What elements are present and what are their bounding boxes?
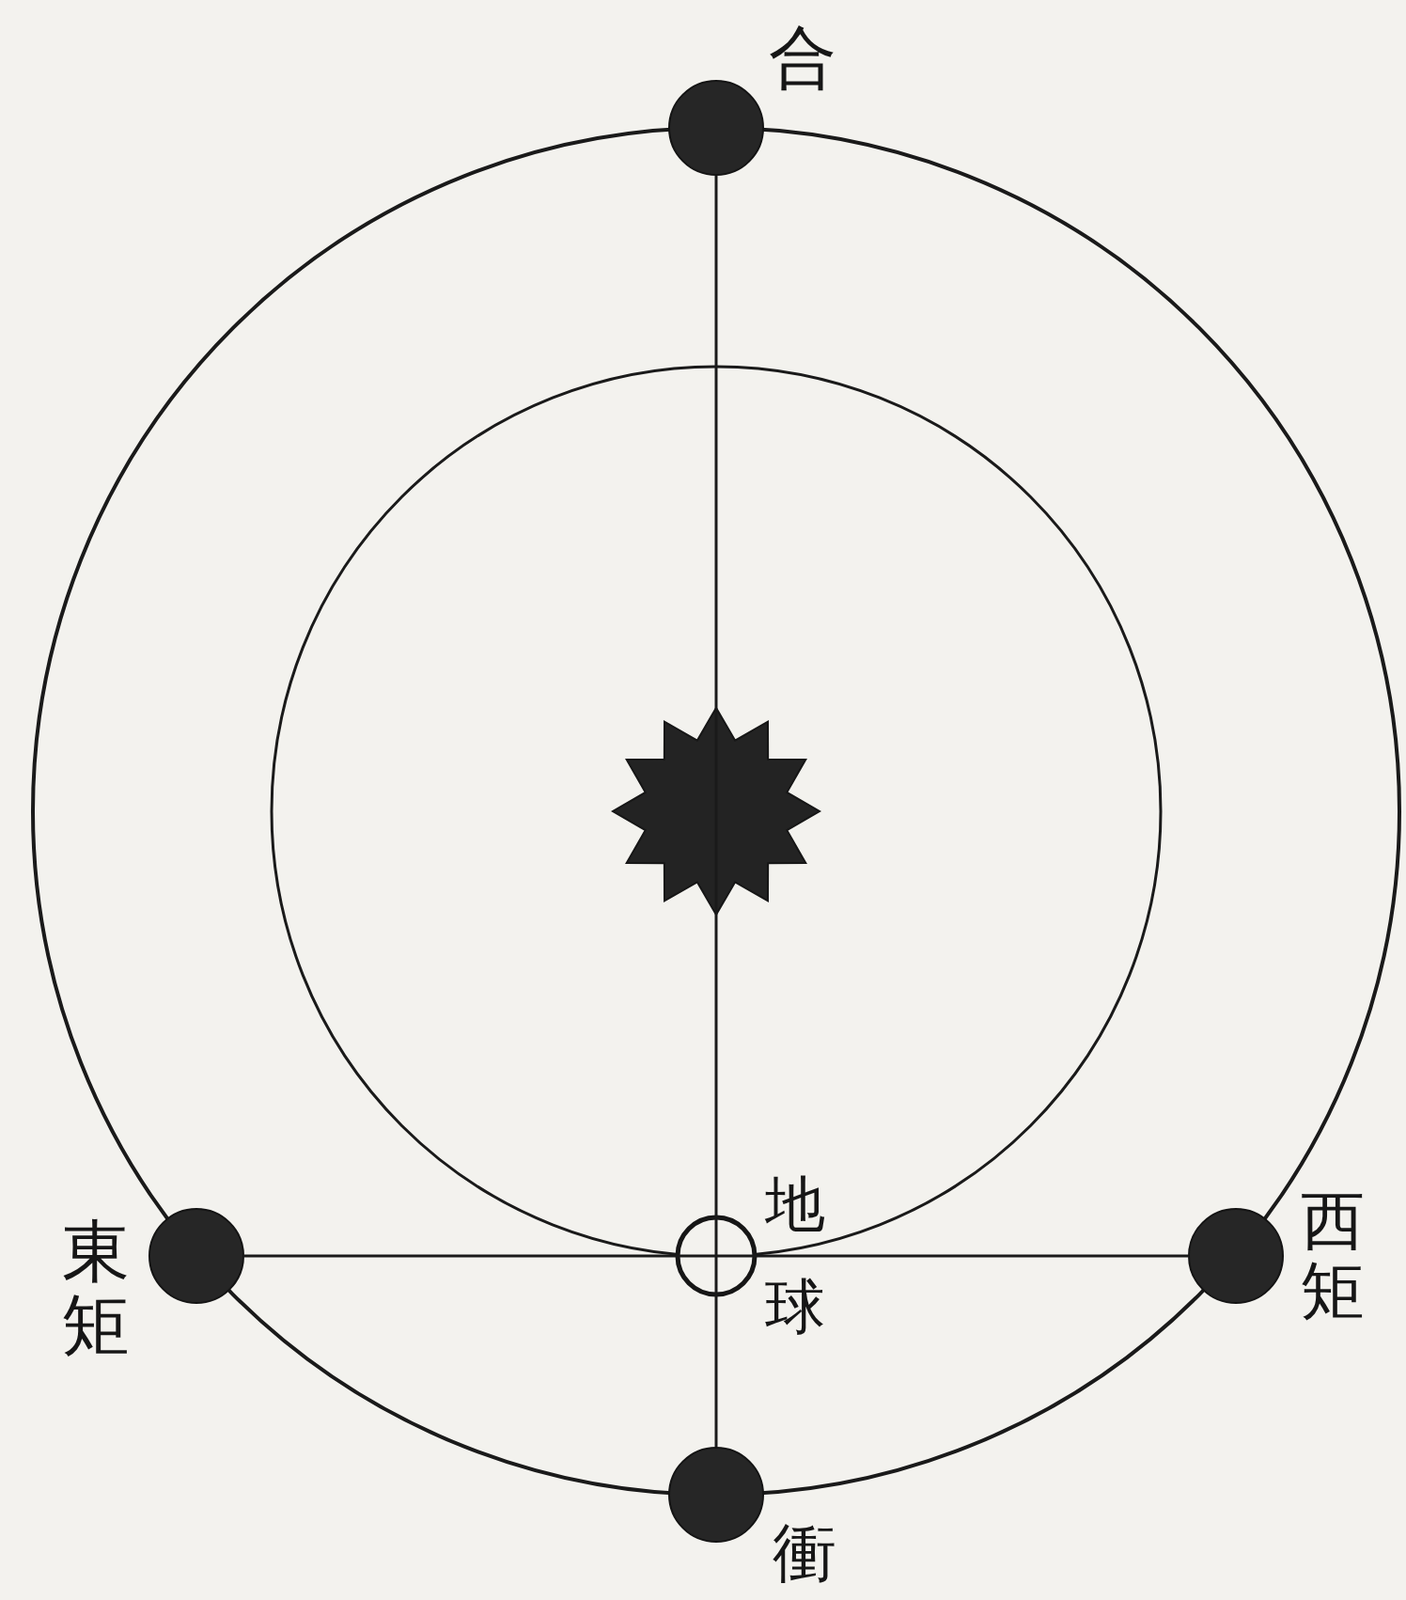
position-label: 東矩 (62, 1214, 130, 1363)
position-label: 衝 (772, 1520, 837, 1585)
planet-symbol (1187, 1207, 1284, 1304)
planet-node: 合 (668, 79, 765, 176)
planet-disc (149, 1208, 244, 1303)
planet-node: 東矩 (148, 1207, 245, 1304)
earth-cross (715, 1214, 719, 1297)
planet-symbol (668, 1446, 765, 1543)
earth-symbol (674, 1214, 758, 1297)
sight-line (757, 1254, 1188, 1258)
position-label: 西矩 (1300, 1186, 1365, 1328)
planet-node: 西矩 (1187, 1207, 1284, 1304)
sight-line (244, 1254, 675, 1258)
position-label: 地球 (765, 1153, 826, 1359)
sight-line (715, 175, 719, 1215)
planet-symbol (668, 79, 765, 176)
earth-node: 地球 (674, 1214, 758, 1297)
sight-line (715, 1296, 719, 1447)
outer-orbit (32, 127, 1400, 1495)
planet-disc (1188, 1208, 1283, 1303)
planet-disc (669, 80, 764, 175)
planet-node: 衝 (668, 1446, 765, 1543)
planet-symbol (148, 1207, 245, 1304)
position-label: 合 (768, 20, 837, 95)
planet-disc (669, 1447, 764, 1542)
